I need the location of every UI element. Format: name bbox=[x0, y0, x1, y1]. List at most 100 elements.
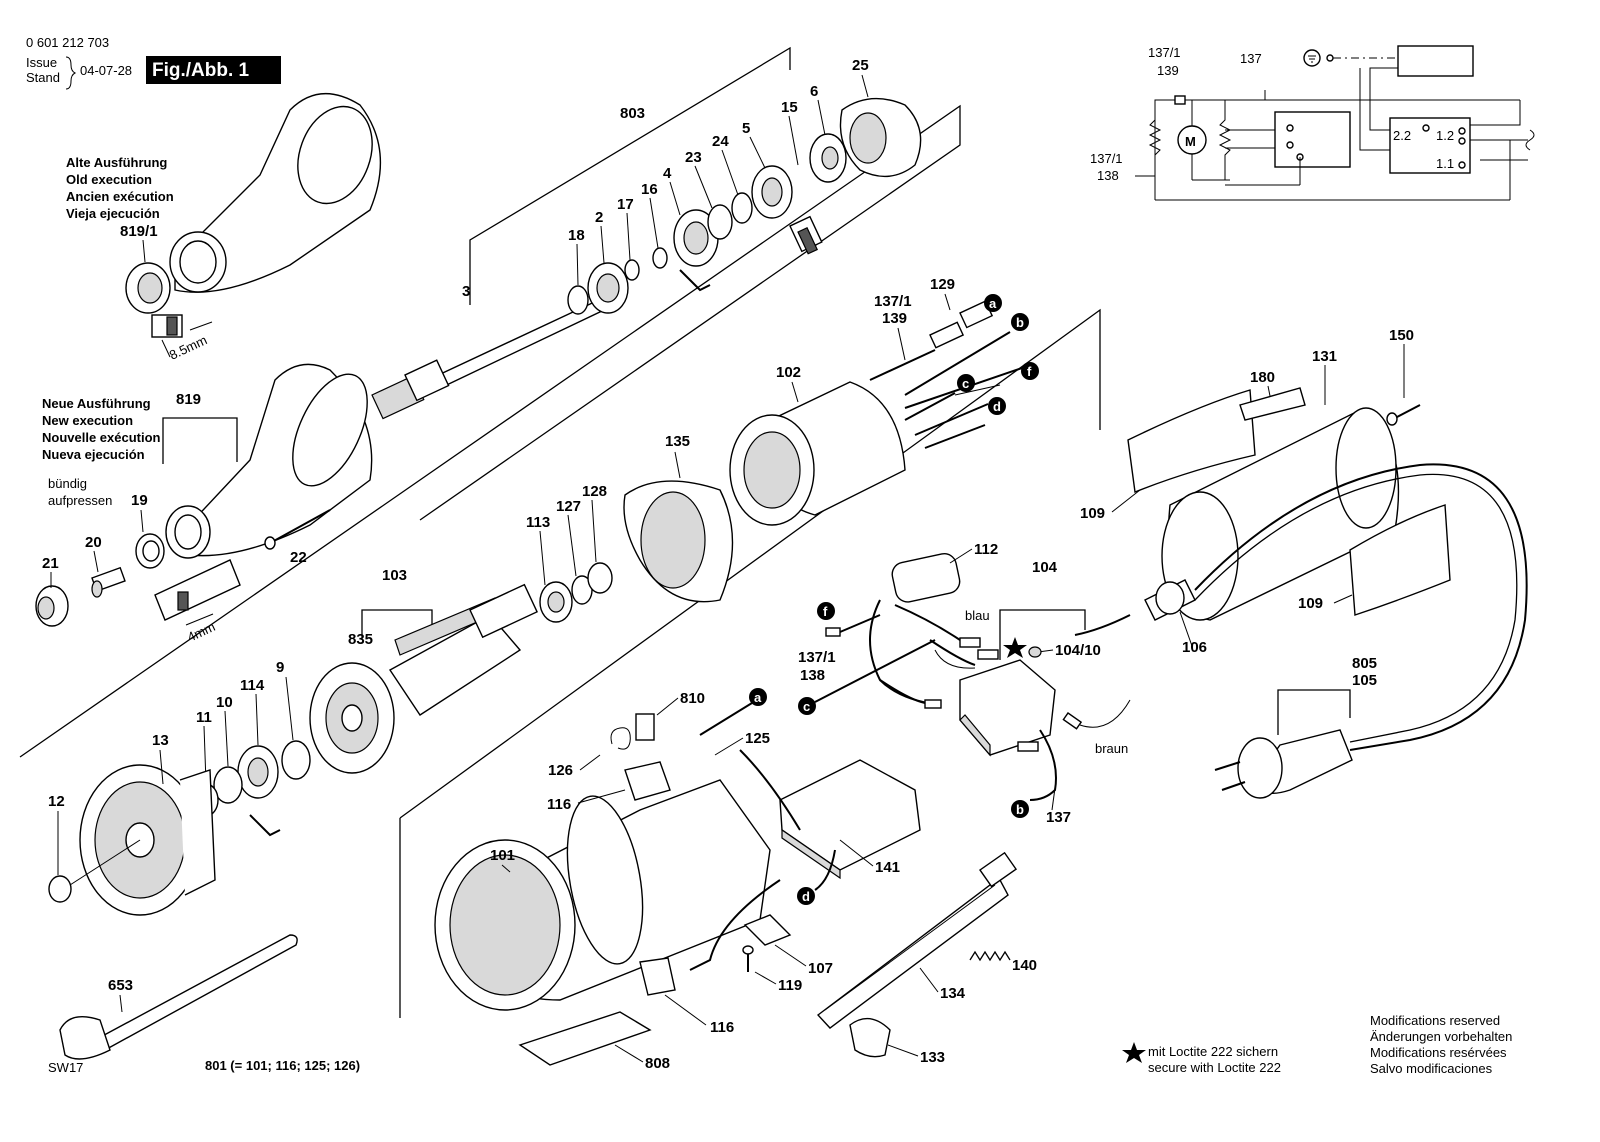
part-107-clamp bbox=[743, 914, 792, 946]
bracket-105 bbox=[1277, 689, 1351, 735]
part-101-housing bbox=[434, 779, 771, 1011]
label-808: 808 bbox=[645, 1055, 670, 1072]
label-141: 141 bbox=[875, 859, 900, 876]
old-exec-line3: Ancien exécution bbox=[66, 189, 174, 204]
svg-text:M: M bbox=[1185, 134, 1196, 149]
part-number: 0 601 212 703 bbox=[26, 35, 109, 50]
new-exec-line4: Nueva ejecución bbox=[42, 447, 145, 462]
new-exec-line2: New execution bbox=[42, 413, 133, 428]
label-sw17: SW17 bbox=[48, 1060, 83, 1075]
part-15-key bbox=[789, 215, 823, 255]
schem-137-1-top: 137/1 bbox=[1148, 45, 1181, 60]
label-127: 127 bbox=[556, 498, 581, 515]
label-19: 19 bbox=[131, 492, 148, 509]
issue-brace bbox=[65, 56, 77, 90]
header: 0 601 212 703 Issue Stand 04-07-28 Fig./… bbox=[26, 35, 281, 90]
label-119: 119 bbox=[778, 977, 802, 994]
part-141-electronics bbox=[779, 759, 921, 880]
svg-text:f: f bbox=[823, 604, 828, 619]
label-107: 107 bbox=[808, 960, 833, 977]
circlip-tool-a bbox=[679, 269, 711, 292]
schem-t11: 1.1 bbox=[1436, 156, 1454, 171]
part-12-bushing bbox=[48, 875, 72, 903]
housing-group: 101 810 a 125 126 116 141 d bbox=[434, 688, 921, 1072]
label-139-top: 139 bbox=[882, 310, 907, 327]
wire-to-141 bbox=[739, 749, 801, 831]
issue-date: 04-07-28 bbox=[80, 63, 132, 78]
schem-137-1-bottom: 137/1 bbox=[1090, 151, 1123, 166]
rotor-group: 103 835 9 114 10 11 bbox=[48, 567, 538, 916]
label-113: 113 bbox=[526, 514, 550, 531]
loctite-note-de: mit Loctite 222 sichern bbox=[1148, 1044, 1278, 1059]
part-25-sleeve bbox=[839, 97, 922, 178]
part-23-ring bbox=[707, 204, 733, 240]
wrench-icon bbox=[59, 934, 298, 1060]
label-103: 103 bbox=[382, 567, 407, 584]
part-3-spindle bbox=[371, 289, 626, 420]
label-17: 17 bbox=[617, 196, 634, 213]
label-109-top: 109 bbox=[1080, 505, 1105, 522]
label-23: 23 bbox=[685, 149, 702, 166]
schem-switch bbox=[1389, 117, 1471, 174]
label-819-1: 819/1 bbox=[120, 223, 158, 240]
part-5-nut bbox=[751, 165, 793, 219]
label-653: 653 bbox=[108, 977, 133, 994]
power-cord bbox=[1194, 463, 1528, 751]
ground-icon bbox=[1303, 49, 1398, 67]
bearing-group-2: 113 127 128 135 bbox=[526, 433, 734, 623]
label-805: 805 bbox=[1352, 655, 1377, 672]
frame-rotor-group bbox=[19, 104, 961, 758]
label-125: 125 bbox=[745, 730, 770, 747]
label-24: 24 bbox=[712, 133, 729, 150]
label-116-top: 116 bbox=[547, 796, 571, 813]
label-4: 4 bbox=[663, 165, 672, 182]
wire-label-braun: braun bbox=[1095, 741, 1128, 756]
modifications-en: Modifications reserved bbox=[1370, 1013, 1500, 1028]
label-131: 131 bbox=[1312, 348, 1337, 365]
schem-controller bbox=[1274, 111, 1351, 168]
part-18-ring bbox=[567, 285, 589, 315]
new-exec-line1: Neue Ausführung bbox=[42, 396, 151, 411]
resistor-icon bbox=[1148, 119, 1162, 156]
old-exec-line1: Alte Ausführung bbox=[66, 155, 167, 170]
schem-137: 137 bbox=[1240, 51, 1262, 66]
label-116-bottom: 116 bbox=[710, 1019, 734, 1036]
label-137-1-mid: 137/1 bbox=[798, 649, 836, 666]
schem-t22: 2.2 bbox=[1393, 128, 1411, 143]
part-109-label-bottom bbox=[1349, 504, 1451, 616]
spindle-group: 803 3 18 2 17 16 4 23 bbox=[371, 46, 922, 420]
label-106: 106 bbox=[1182, 639, 1207, 656]
label-134: 134 bbox=[940, 985, 966, 1002]
part-810-suppressor bbox=[610, 713, 655, 750]
label-150: 150 bbox=[1389, 327, 1414, 344]
star-icon bbox=[1003, 637, 1027, 658]
part-116-terminal-top bbox=[624, 761, 671, 801]
label-810: 810 bbox=[680, 690, 705, 707]
wire-marker-b-top: b bbox=[1011, 313, 1029, 331]
svg-text:c: c bbox=[803, 699, 810, 714]
note-aufpressen: aufpressen bbox=[48, 493, 112, 508]
label-137-1-top: 137/1 bbox=[874, 293, 912, 310]
label-102: 102 bbox=[776, 364, 801, 381]
part-116-terminal-bottom bbox=[639, 957, 676, 996]
label-15: 15 bbox=[781, 99, 798, 116]
wire-marker-c-top: c bbox=[957, 374, 975, 392]
part-128-ring bbox=[587, 562, 613, 594]
label-22: 22 bbox=[290, 549, 307, 566]
bracket-819 bbox=[162, 417, 238, 464]
svg-text:f: f bbox=[1027, 364, 1032, 379]
wire-marker-b-mid: b bbox=[1011, 800, 1029, 818]
old-nose-housing bbox=[169, 93, 382, 293]
stator-group: 102 137/1 139 129 a b f c d bbox=[729, 276, 1039, 526]
label-11: 11 bbox=[196, 709, 212, 726]
part-114-bearing bbox=[237, 745, 279, 799]
part-119-screw bbox=[742, 945, 754, 972]
figure-label-box bbox=[146, 56, 281, 84]
label-5: 5 bbox=[742, 120, 750, 137]
note-buendig: bündig bbox=[48, 476, 87, 491]
svg-text:a: a bbox=[989, 296, 997, 311]
part-140-spring bbox=[969, 950, 1011, 962]
label-135: 135 bbox=[665, 433, 690, 450]
wire-marker-d-top: d bbox=[988, 397, 1006, 415]
label-12: 12 bbox=[48, 793, 65, 810]
